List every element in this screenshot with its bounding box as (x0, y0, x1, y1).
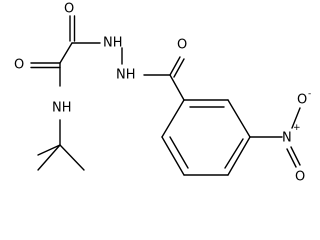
ring-bond-5 (161, 136, 185, 176)
atom-o-benzoyl: O (177, 38, 187, 53)
atom-nh-amide: NH (52, 101, 72, 116)
charge-n-nitro: + (293, 123, 301, 133)
bond-n-o-bottom-b (286, 148, 297, 168)
ring-double-3 (169, 136, 189, 169)
chemical-structure: O NH O NH O NH N + O - O (14, 2, 311, 185)
ring-double-2 (224, 138, 244, 169)
bond-cq-me1 (37, 144, 61, 156)
atom-nh-top: NH (103, 36, 123, 51)
ring-bond-6 (161, 99, 185, 138)
charge-o-nitro-right: - (308, 89, 311, 99)
atom-nh-mid: NH (116, 68, 136, 83)
atom-o-nitro-bottom: O (295, 170, 305, 185)
bond-c1-c2 (59, 42, 73, 64)
bond-c3-o-b (173, 58, 185, 78)
atom-o-left: O (14, 58, 24, 73)
bond-c3-o-a (169, 56, 181, 76)
bond-cq-me3 (59, 144, 85, 171)
atom-o-top: O (64, 2, 74, 17)
atom-o-nitro-right: O (297, 93, 307, 108)
bond-n-o-right (291, 107, 301, 129)
ring-bond-3 (227, 136, 251, 176)
ring-bond-2 (227, 99, 251, 138)
bond-cq-me2 (37, 144, 61, 171)
bond-n-o-bottom-a (290, 146, 301, 166)
structure-canvas: O NH O NH O NH N + O - O (14, 1, 312, 185)
atom-n-nitro: N (282, 131, 292, 146)
bond-c3-ring (169, 74, 185, 101)
